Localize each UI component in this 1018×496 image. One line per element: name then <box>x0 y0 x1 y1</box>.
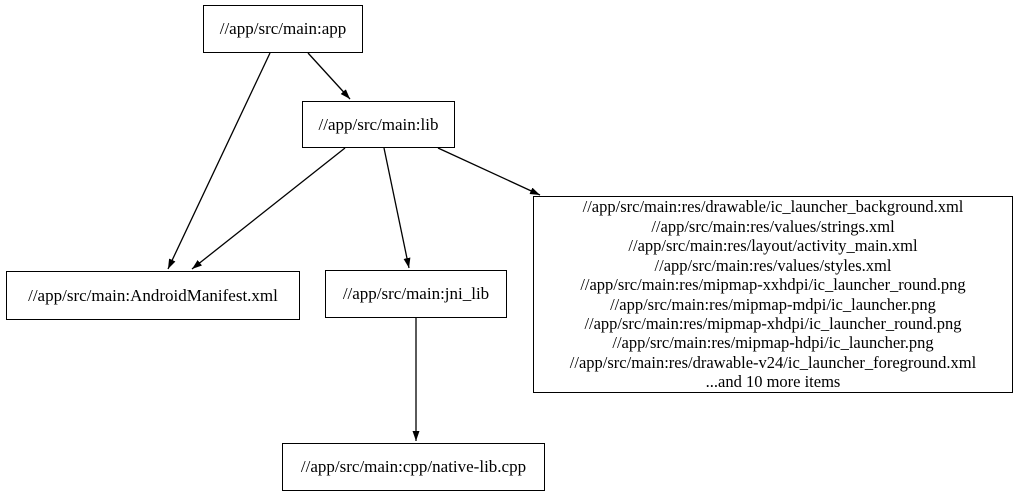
node-native-lib-cpp: //app/src/main:cpp/native-lib.cpp <box>282 443 545 491</box>
node-resources-filegroup: //app/src/main:res/drawable/ic_launcher_… <box>533 196 1013 393</box>
resource-item: //app/src/main:res/values/styles.xml <box>654 255 892 275</box>
node-native-lib-cpp-label: //app/src/main:cpp/native-lib.cpp <box>300 457 527 476</box>
node-lib-label: //app/src/main:lib <box>318 114 439 134</box>
edge-lib-to-jni-lib <box>383 147 411 269</box>
node-jni-lib-label: //app/src/main:jni_lib <box>342 284 490 303</box>
edge-app-to-android-manifest <box>167 52 271 270</box>
resource-item: //app/src/main:res/values/strings.xml <box>651 216 895 236</box>
resource-item: //app/src/main:res/drawable-v24/ic_launc… <box>569 352 977 372</box>
node-app-label: //app/src/main:app <box>219 19 347 38</box>
node-android-manifest-label: //app/src/main:AndroidManifest.xml <box>28 285 278 305</box>
node-android-manifest: //app/src/main:AndroidManifest.xml <box>6 271 300 320</box>
resource-item: //app/src/main:res/mipmap-xhdpi/ic_launc… <box>584 313 962 333</box>
resource-item: //app/src/main:res/mipmap-xxhdpi/ic_laun… <box>580 275 966 295</box>
resource-more-items: ...and 10 more items <box>705 372 841 392</box>
resource-item: //app/src/main:res/mipmap-mdpi/ic_launch… <box>610 294 936 314</box>
node-lib: //app/src/main:lib <box>302 101 455 148</box>
edge-app-to-lib <box>307 52 351 100</box>
node-app: //app/src/main:app <box>203 5 363 53</box>
resource-item: //app/src/main:res/drawable/ic_launcher_… <box>582 197 964 217</box>
edge-lib-to-android-manifest <box>191 147 346 270</box>
edge-lib-to-resources <box>437 147 541 196</box>
resource-item: //app/src/main:res/layout/activity_main.… <box>628 236 918 256</box>
resource-item: //app/src/main:res/mipmap-hdpi/ic_launch… <box>612 333 934 353</box>
node-jni-lib: //app/src/main:jni_lib <box>325 270 507 318</box>
